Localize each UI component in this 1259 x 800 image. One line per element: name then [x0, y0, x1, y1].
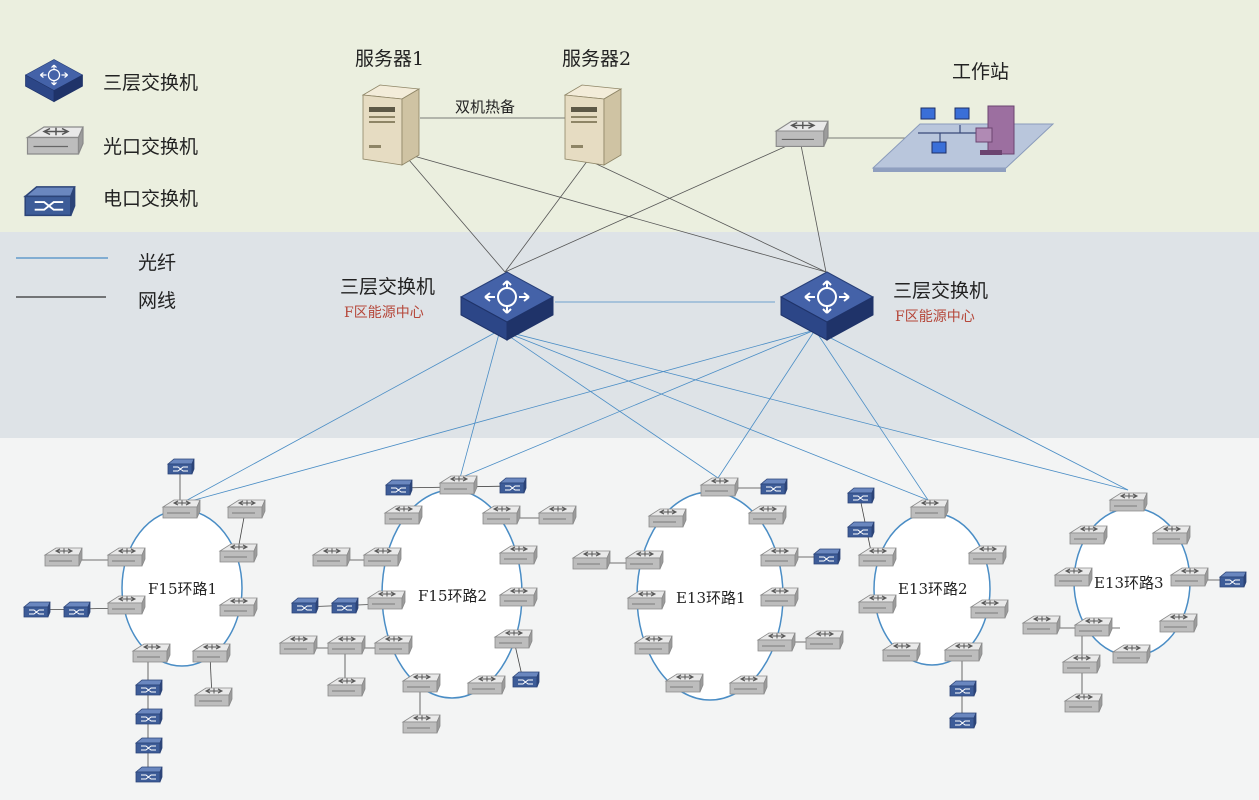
cable-links — [402, 117, 928, 273]
legend-fiber-label: 光纤 — [138, 252, 177, 274]
legend-l3-switch-label: 三层交换机 — [103, 72, 199, 94]
hot-standby-label: 双机热备 — [455, 98, 516, 116]
core-right-label: 三层交换机 — [893, 280, 989, 302]
legend-optical-switch-label: 光口交换机 — [103, 136, 199, 158]
core-right-location: F区能源中心 — [895, 309, 975, 325]
server-2-label: 服务器2 — [562, 48, 632, 70]
ring-e13-2 — [847, 487, 1009, 729]
core-left-label: 三层交换机 — [340, 276, 436, 298]
fiber-links — [179, 301, 1129, 505]
ring-e13-1-label: E13环路1 — [676, 589, 746, 607]
electrical-switch-icon — [24, 185, 76, 217]
ring-f15-1 — [23, 458, 266, 783]
ring-e13-1 — [572, 477, 844, 701]
core-zone-band — [0, 232, 1259, 438]
server-1-label: 服务器1 — [355, 48, 425, 70]
server-2-icon — [564, 84, 622, 166]
ring-f15-2 — [279, 475, 577, 734]
legend-cable-label: 网线 — [138, 290, 177, 312]
ring-e13-3 — [1022, 492, 1247, 713]
ring-f15-1-label: F15环路1 — [148, 580, 218, 598]
workstation-label: 工作站 — [952, 61, 1010, 83]
server-1-icon — [362, 84, 420, 166]
legend-electrical-switch-label: 电口交换机 — [103, 188, 199, 210]
ring-f15-2-label: F15环路2 — [418, 587, 488, 605]
core-left-location: F区能源中心 — [344, 305, 424, 321]
workstation-icon — [871, 105, 1055, 172]
ring-e13-2-label: E13环路2 — [898, 580, 968, 598]
ring-e13-3-label: E13环路3 — [1094, 574, 1164, 592]
server-zone-band — [0, 0, 1259, 232]
